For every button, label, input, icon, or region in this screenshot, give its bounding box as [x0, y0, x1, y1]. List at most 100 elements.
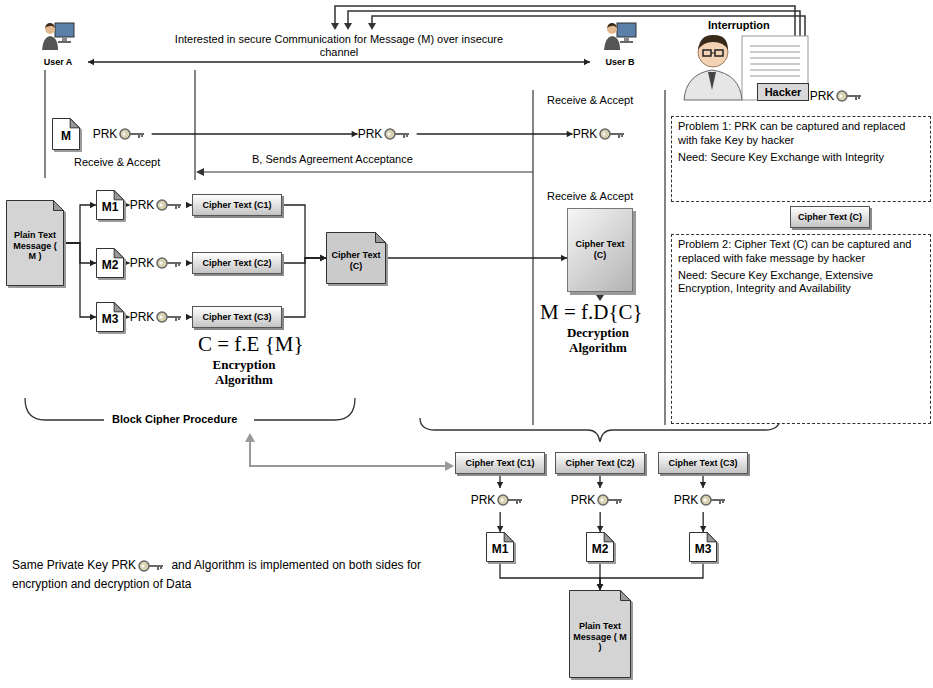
node-text: Cipher Text (C) — [572, 239, 628, 261]
document-outline — [114, 249, 123, 258]
user-icon — [604, 36, 620, 50]
timeline-lines — [194, 70, 195, 180]
key-icon — [149, 566, 163, 570]
user-icon — [58, 41, 71, 43]
connector-arrow — [597, 562, 703, 590]
user-icon — [624, 37, 629, 41]
key-icon — [508, 500, 522, 504]
cipher-block: Cipher Text (C3) — [192, 306, 282, 328]
private-key: PRK — [573, 122, 632, 146]
user-icon — [41, 20, 75, 50]
hacker-figure — [684, 35, 808, 100]
document-outline — [54, 201, 64, 211]
connector-arrow — [597, 512, 603, 532]
key-icon — [603, 133, 606, 136]
key-icon — [160, 262, 163, 265]
arrowhead — [700, 482, 706, 488]
interruption-arrowheads — [368, 23, 376, 30]
connector-arrow — [64, 205, 96, 243]
key-icon — [157, 312, 167, 322]
user-icon — [55, 23, 74, 37]
text-label: Receive & Accept — [72, 156, 162, 169]
user-icon — [45, 24, 55, 34]
document-outline — [97, 303, 124, 332]
key-icon — [497, 491, 523, 509]
key-icon — [157, 258, 167, 268]
arrowhead — [124, 260, 130, 266]
key-icon — [501, 499, 504, 502]
node-text: PRK — [573, 127, 598, 141]
message-document: M3 — [689, 532, 717, 562]
private-key: PRK — [130, 305, 189, 329]
connector-arrow — [282, 205, 326, 258]
arrowhead — [700, 526, 706, 532]
node-text: Plain Text Message ( M ) — [573, 621, 627, 653]
document-outline — [604, 533, 613, 542]
arrowhead — [497, 526, 503, 532]
node-text: PRK — [810, 89, 835, 103]
text-label: C = f.E {M} — [198, 332, 304, 357]
key-icon — [156, 196, 182, 214]
cipher-block: Cipher Text (C1) — [192, 194, 282, 216]
key-icon — [600, 129, 610, 139]
block-cipher-bracket — [25, 398, 104, 420]
arrowhead — [567, 131, 573, 137]
hacker-figure — [684, 70, 742, 100]
private-key: PRK — [810, 84, 869, 108]
connector-arrow — [88, 61, 590, 62]
node-text: Cipher Text (C3) — [203, 312, 272, 323]
user-icon — [62, 37, 67, 41]
document-outline — [707, 533, 716, 542]
text-label: Receive & Accept — [545, 190, 635, 203]
user-icon — [607, 23, 617, 28]
same-key-arrow — [245, 433, 255, 442]
connector-arrow — [597, 562, 603, 590]
hacker-figure — [750, 63, 800, 65]
connector-arrow — [282, 255, 326, 317]
node-text: Cipher Text (C3) — [669, 458, 738, 469]
plain-text-document: Plain Text Message ( M ) — [6, 200, 64, 286]
key-icon — [120, 129, 130, 139]
key-icon — [498, 495, 508, 505]
key-icon — [160, 316, 163, 319]
key-icon — [608, 500, 622, 504]
document-outline — [690, 533, 717, 562]
connector-arrow — [597, 474, 603, 488]
arrowhead — [597, 584, 603, 590]
document-outline — [70, 119, 79, 128]
node-text: Cipher Text (C2) — [203, 258, 272, 269]
key-icon — [395, 134, 409, 138]
cipher-document: Cipher Text (C) — [567, 208, 633, 292]
connector-arrow — [64, 202, 96, 243]
arrowhead — [597, 482, 603, 488]
node-text: Cipher Text (C) — [330, 250, 382, 272]
message-document: M2 — [96, 248, 124, 278]
arrowhead — [90, 202, 96, 208]
hacker-figure — [750, 69, 800, 71]
private-key: PRK — [471, 488, 530, 512]
arrowhead — [320, 255, 326, 261]
connector-arrow — [417, 131, 573, 137]
connector-arrow — [152, 133, 358, 134]
node-text: M1 — [492, 542, 509, 556]
connector-arrow — [64, 243, 96, 320]
node-text: PRK — [571, 493, 596, 507]
message-document: M3 — [96, 302, 124, 332]
key-icon — [156, 308, 182, 326]
document-outline — [7, 201, 64, 286]
text-label: Interruption — [706, 19, 772, 32]
private-key: PRK — [130, 251, 189, 275]
hacker-tag: Hacker — [757, 83, 809, 101]
connector-arrow — [700, 474, 706, 488]
text-label: Encryption Algorithm — [196, 358, 292, 388]
cipher-block: Cipher Text (C2) — [192, 252, 282, 274]
key-icon — [167, 263, 181, 267]
connector-arrow — [600, 562, 703, 590]
connector-arrow — [88, 59, 590, 65]
cipher-block: Cipher Text (C3) — [658, 452, 748, 474]
node-text: M — [61, 129, 71, 143]
interruption-arrowheads — [331, 23, 376, 30]
key-icon — [597, 491, 623, 509]
arrowhead — [584, 59, 590, 65]
arrowhead — [352, 131, 358, 137]
